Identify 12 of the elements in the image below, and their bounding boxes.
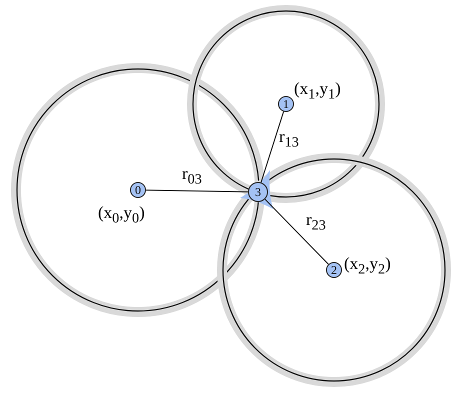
connector-line [260,111,284,183]
node-circle: 0 [130,182,146,198]
edge-label: r$_{13}$ [279,128,299,150]
coordinate-label: (x$_{0}$,y$_{0}$) [98,204,145,226]
connector-line [264,198,329,265]
coordinate-label: (x$_{2}$,y$_{2}$) [344,255,391,277]
connector-line [146,190,248,192]
node-circle: 2 [326,262,342,278]
coordinate-label: (x$_{1}$,y$_{1}$) [294,80,341,102]
node-circle: 1 [278,96,294,112]
edge-label: r$_{03}$ [182,165,202,187]
edge-label: r$_{23}$ [306,211,326,233]
